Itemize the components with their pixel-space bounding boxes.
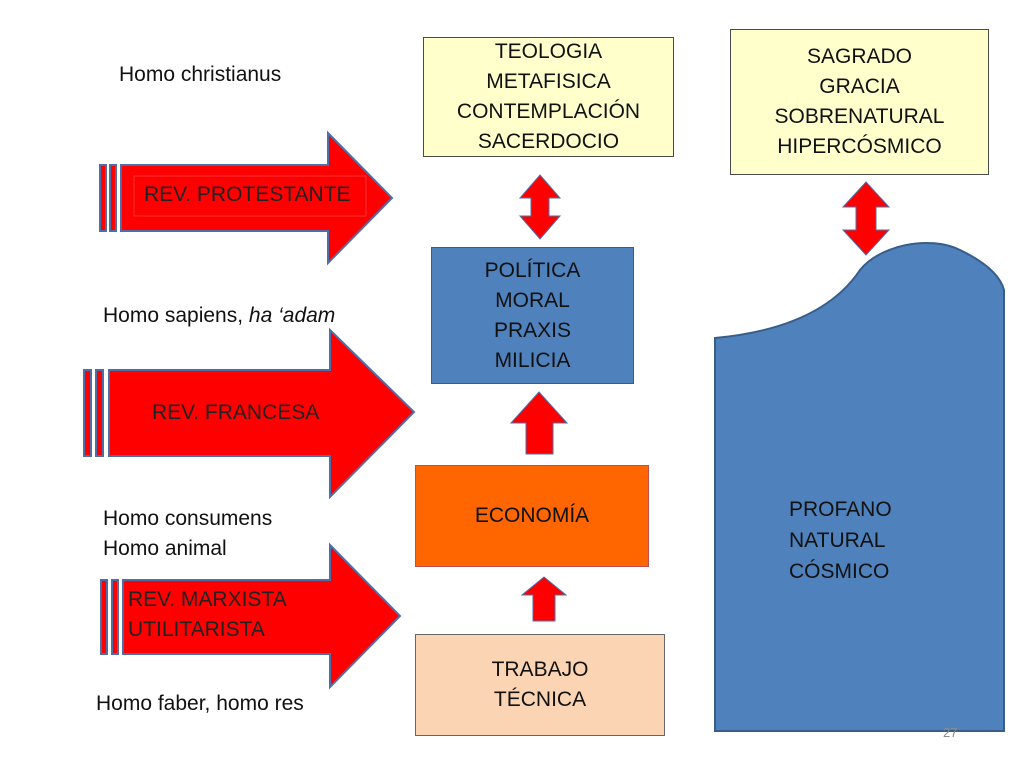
rev-utilitarista-label: UTILITARISTA (128, 618, 265, 641)
box-trabajo-line: TRABAJO (491, 658, 589, 681)
label-homo-animal: Homo animal (103, 537, 227, 560)
profano-line: PROFANO (789, 498, 892, 521)
box-politica-line: PRAXIS (493, 318, 572, 342)
up-arrow-economia-politica (509, 391, 569, 455)
box-sagrado-line: GRACIA (819, 75, 900, 98)
arrow-rev-protestante (99, 130, 394, 266)
rev-protestante-label: REV. PROTESTANTE (144, 183, 351, 206)
box-trabajo: TRABAJO TÉCNICA (415, 634, 665, 736)
label-homo-sapiens: Homo sapiens, ha ‘adam (103, 304, 335, 328)
box-politica-line: POLÍTICA (484, 258, 581, 282)
box-sagrado-line: HIPERCÓSMICO (777, 135, 942, 158)
profano-text: PROFANO NATURAL CÓSMICO (789, 494, 892, 587)
label-homo-christianus: Homo christianus (119, 63, 282, 86)
slide-number: 27 (943, 725, 958, 740)
label-homo-sapiens-text: Homo sapiens, (103, 304, 249, 327)
box-politica-line: MORAL (495, 288, 570, 312)
box-teologia-line: METAFISICA (486, 70, 611, 93)
box-teologia-line: TEOLOGIA (494, 40, 603, 63)
box-economia: ECONOMÍA (415, 465, 649, 567)
profano-shape (714, 242, 1005, 732)
profano-line: NATURAL (789, 529, 886, 552)
label-homo-consumens: Homo consumens (103, 507, 273, 530)
label-homo-faber: Homo faber, homo res (96, 692, 304, 715)
rev-francesa-label: REV. FRANCESA (152, 401, 320, 424)
up-arrow-trabajo-economia (520, 576, 568, 622)
double-arrow-teologia-politica (518, 174, 562, 240)
box-economia-line: ECONOMÍA (474, 504, 590, 527)
rev-marxista-label: REV. MARXISTA (128, 588, 287, 611)
box-politica-line: MILICIA (494, 348, 571, 372)
box-teologia: TEOLOGIA METAFISICA CONTEMPLACIÓN SACERD… (423, 37, 674, 157)
double-arrow-sagrado-profano (841, 181, 891, 256)
label-ha-adam: ha ‘adam (248, 304, 336, 327)
box-trabajo-line: TÉCNICA (493, 688, 587, 711)
profano-line: CÓSMICO (789, 560, 890, 583)
box-politica: POLÍTICA MORAL PRAXIS MILICIA (431, 247, 634, 384)
box-sagrado-line: SOBRENATURAL (774, 105, 945, 128)
box-teologia-line: CONTEMPLACIÓN (456, 100, 641, 123)
box-sagrado-line: SAGRADO (806, 45, 913, 68)
box-teologia-line: SACERDOCIO (477, 130, 620, 153)
box-sagrado: SAGRADO GRACIA SOBRENATURAL HIPERCÓSMICO (730, 29, 989, 175)
arrow-rev-marxista (100, 542, 402, 690)
arrow-rev-francesa (83, 327, 416, 500)
